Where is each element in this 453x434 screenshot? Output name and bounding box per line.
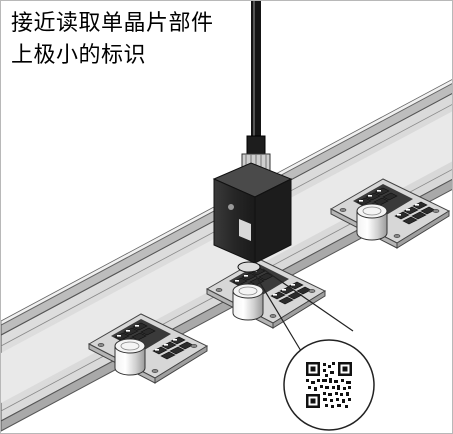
caption-line-1: 接近读取单晶片部件 — [11, 11, 214, 36]
caption-line-2: 上极小的标识 — [11, 43, 147, 68]
qr-code-icon — [306, 362, 352, 408]
caption: 接近读取单晶片部件 上极小的标识 — [11, 8, 261, 72]
